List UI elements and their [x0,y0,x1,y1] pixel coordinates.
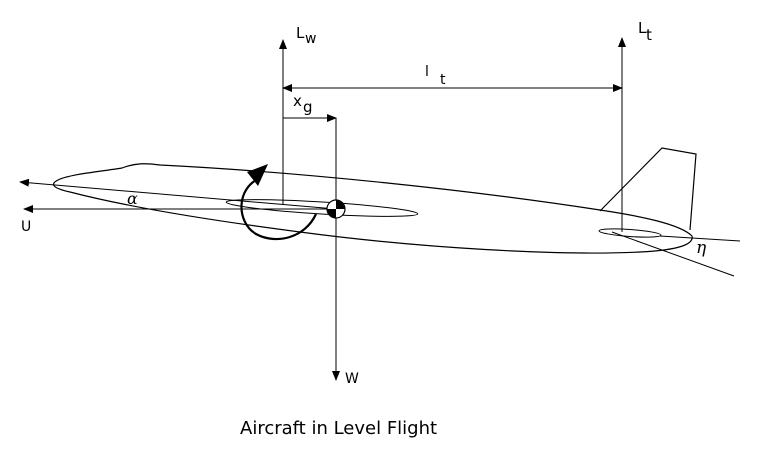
velocity-u-label: U [21,219,31,235]
weight-label: W [345,371,359,387]
lift-tail-label: L [638,19,647,37]
tailplane [598,228,662,238]
cg-symbol [326,199,346,219]
eta-label: η [696,238,707,258]
alpha-label: α [127,189,138,208]
elevator-line [611,231,735,277]
figure-caption: Aircraft in Level Flight [240,418,437,439]
wing [225,199,419,217]
lift-wing-label: L [296,24,305,42]
xg-label: x [293,92,302,110]
lift-tail-subscript: t [646,26,652,44]
tail-reference-line [659,235,741,242]
body-axis-arrow [19,178,337,210]
fuselage-outline [52,163,693,254]
pitching-moment-arrow [240,176,317,241]
tail-arm-subscript: t [440,72,446,88]
lift-wing-subscript: w [305,31,316,47]
xg-subscript: g [303,98,313,116]
tail-fin [599,147,697,231]
pitching-moment-arrowhead [247,164,268,186]
tail-arm-label: l [425,64,429,80]
